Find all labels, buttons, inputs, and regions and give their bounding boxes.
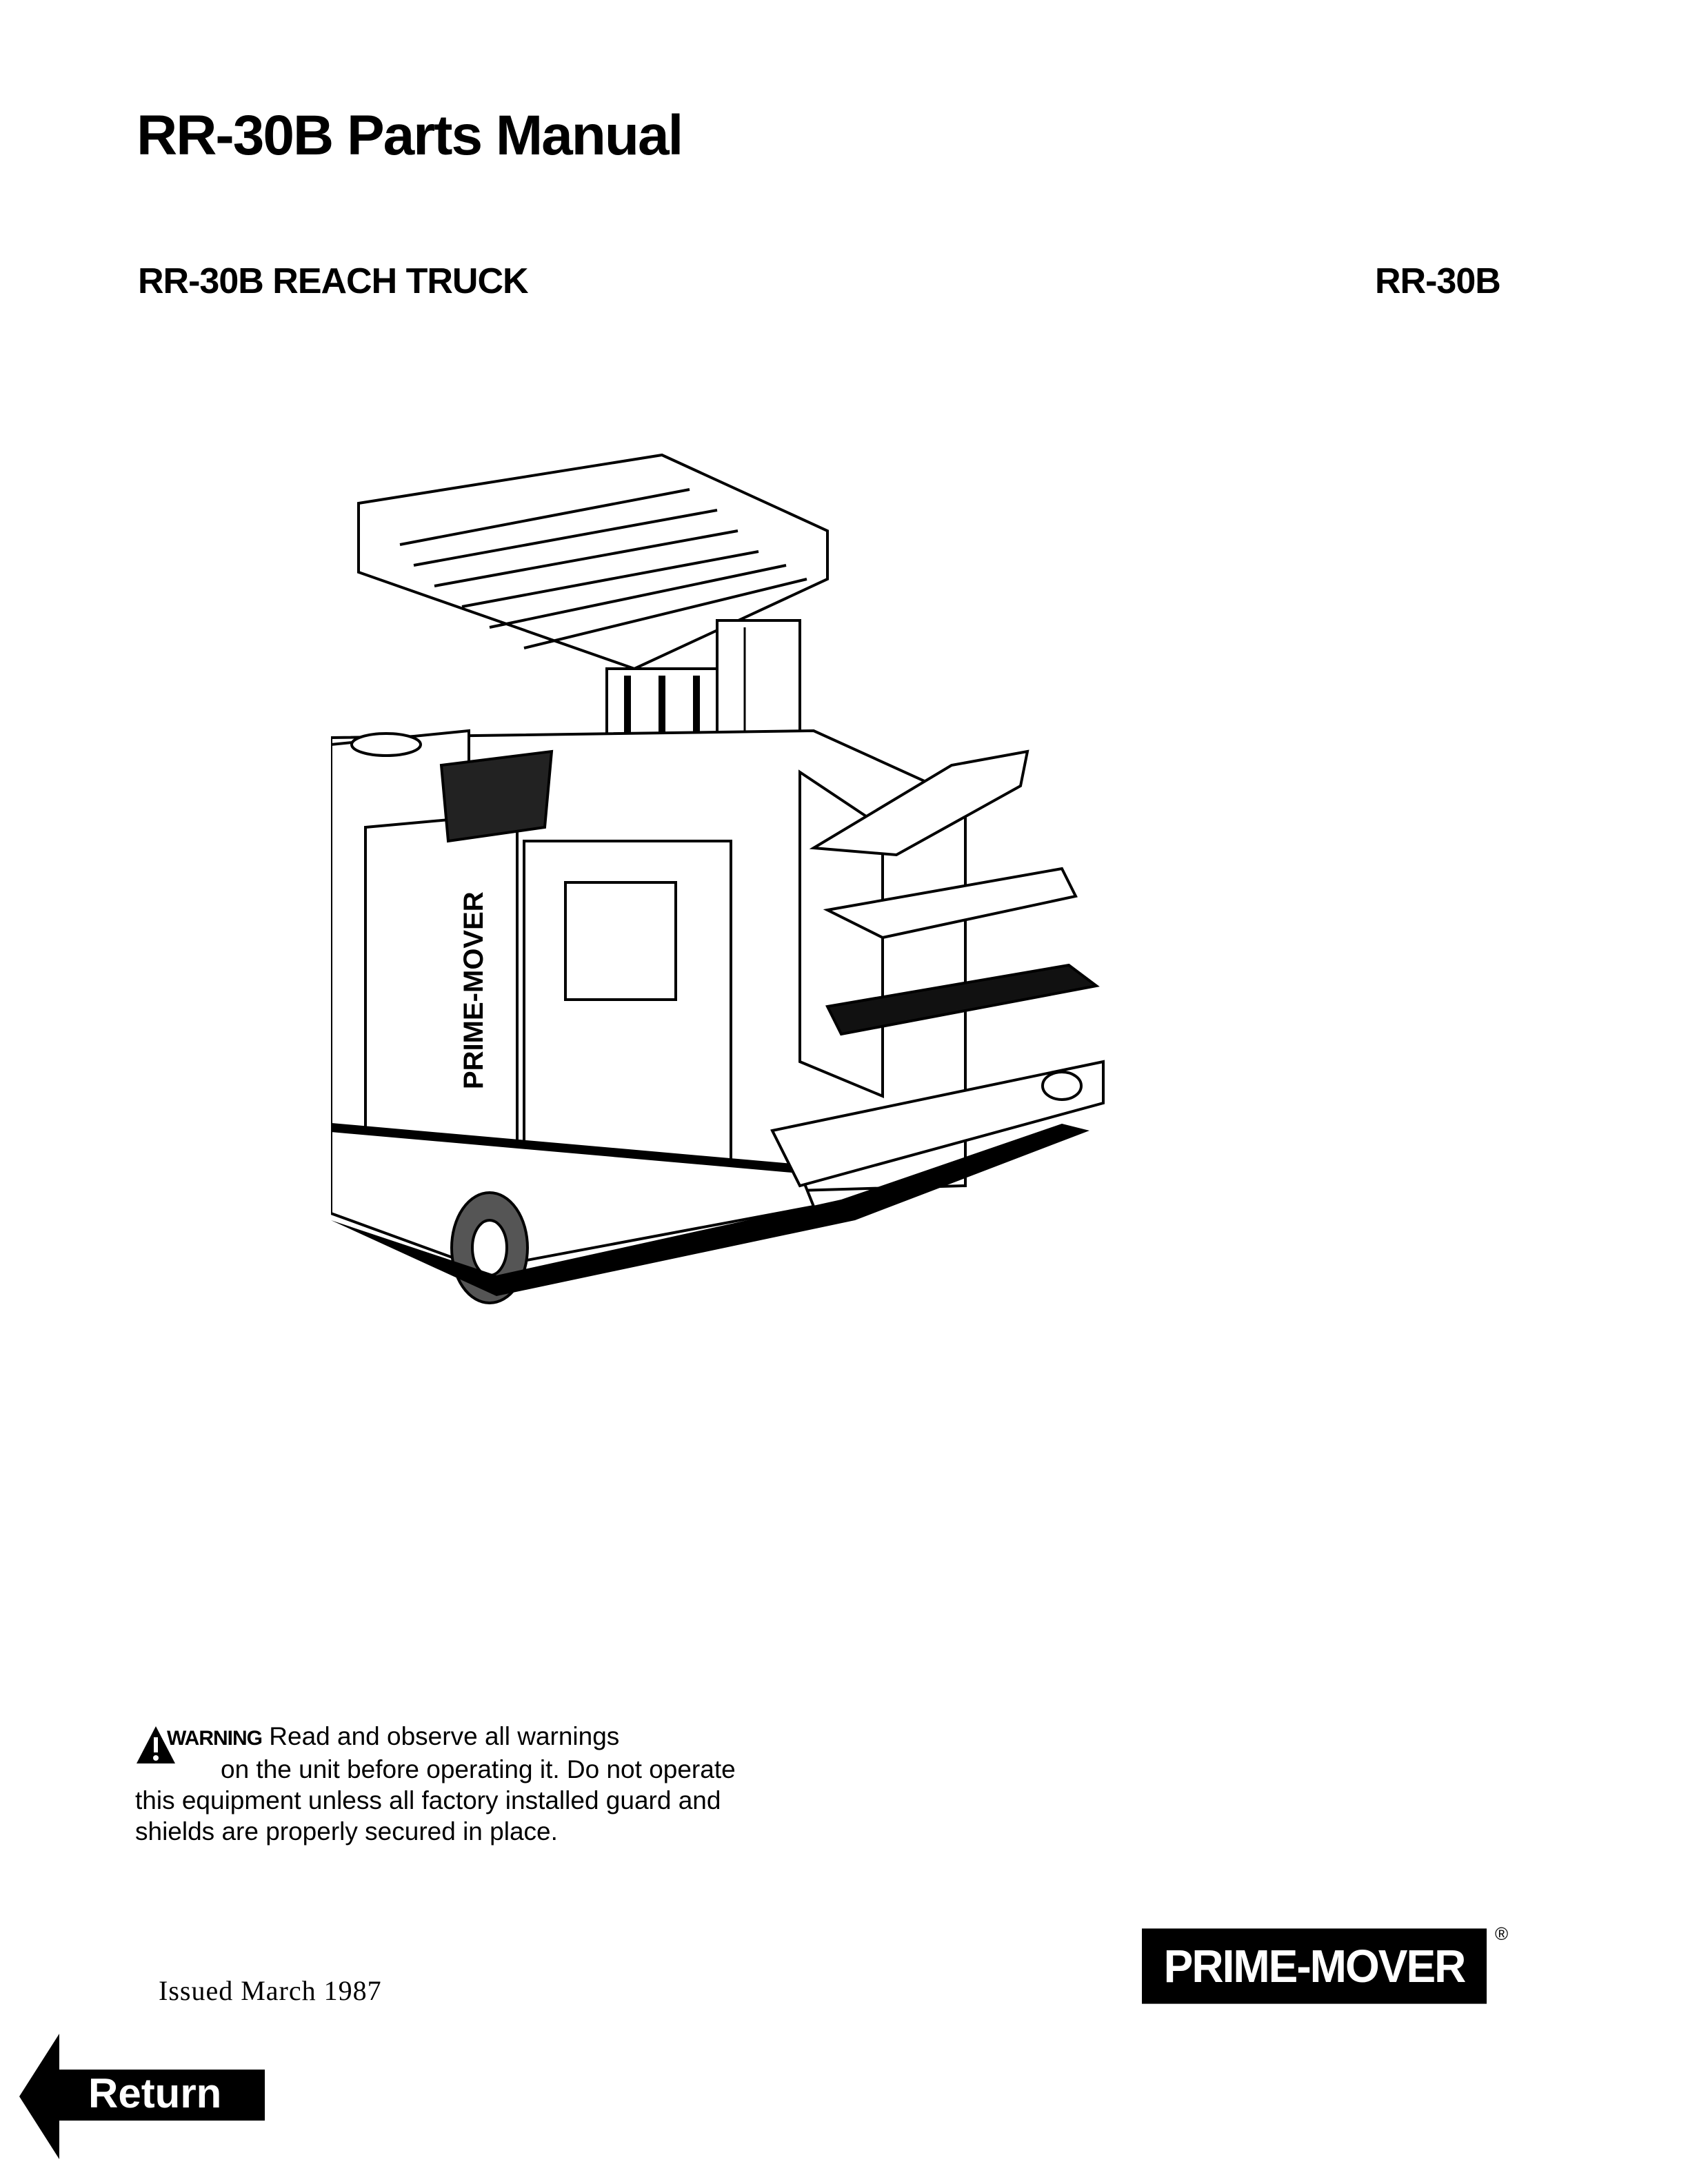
warning-notice: WARNING Read and observe all warnings on…: [135, 1721, 756, 1847]
ground-shadow: [331, 1124, 1089, 1296]
warning-label: WARNING: [167, 1727, 263, 1750]
page-title: RR-30B Parts Manual: [137, 104, 683, 167]
warning-triangle-icon: [137, 1726, 175, 1763]
prime-mover-logo: PRIME-MOVER: [1142, 1928, 1487, 2004]
overhead-guard: [357, 453, 829, 671]
return-button[interactable]: Return: [19, 2034, 268, 2159]
issue-date: Issued March 1987: [159, 1975, 382, 2006]
return-label: Return: [88, 2070, 222, 2116]
truck-brand-text: PRIME-MOVER: [459, 891, 489, 1089]
left-arrow-icon: [19, 2034, 265, 2159]
registered-mark: ®: [1495, 1923, 1509, 1944]
model-number: RR-30B: [1375, 261, 1501, 301]
document-subtitle: RR-30B REACH TRUCK: [138, 261, 529, 301]
warning-text-rest: on the unit before operating it. Do not …: [135, 1755, 736, 1846]
forks: [770, 749, 1105, 1188]
reach-truck-illustration: PRIME-MOVER: [331, 453, 1105, 1304]
warning-text-line1: Read and observe all warnings: [269, 1722, 620, 1750]
